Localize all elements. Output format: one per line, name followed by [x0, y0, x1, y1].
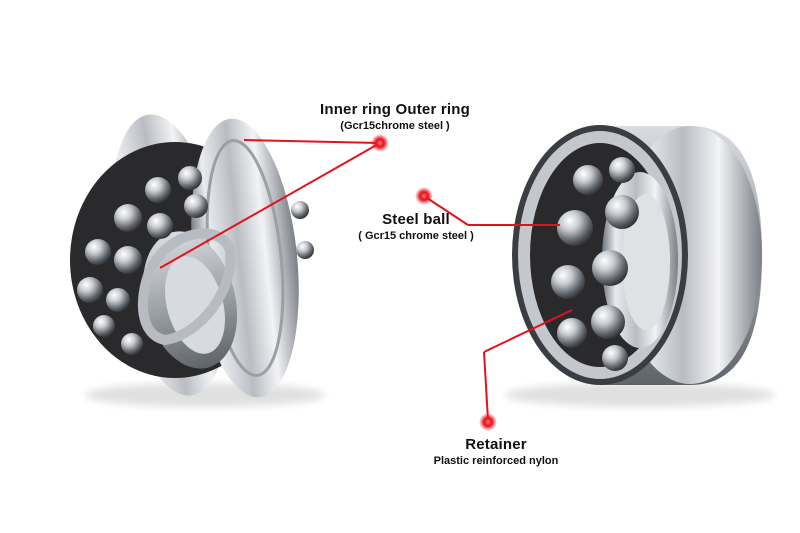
rings-title: Inner ring Outer ring — [319, 101, 471, 118]
pointer-dots — [371, 134, 497, 431]
left-balls — [77, 166, 314, 355]
ball-title: Steel ball — [382, 211, 450, 228]
retainer-pointer-dot — [479, 413, 497, 431]
retainer-title: Retainer — [465, 436, 527, 453]
right-bearing — [505, 125, 775, 407]
retainer-label: Retainer Plastic reinforced nylon — [414, 436, 578, 469]
rings-pointer-dot — [371, 134, 389, 152]
ball-label: Steel ball ( Gcr15 chrome steel ) — [336, 211, 496, 244]
retainer-material: Plastic reinforced nylon — [433, 455, 559, 467]
right-balls — [551, 157, 639, 371]
rings-label: Inner ring Outer ring (Gcr15chrome steel… — [312, 101, 478, 134]
ball-pointer-dot — [415, 187, 433, 205]
left-bearing — [70, 114, 325, 407]
rings-material: (Gcr15chrome steel ) — [340, 120, 450, 132]
ball-material: ( Gcr15 chrome steel ) — [358, 230, 474, 242]
